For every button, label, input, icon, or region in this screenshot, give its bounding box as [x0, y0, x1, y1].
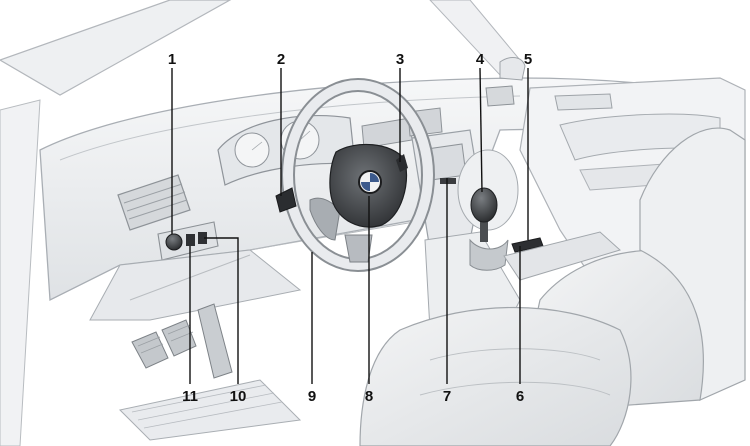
callout-7: 7 [443, 388, 451, 405]
floor-mat [118, 379, 302, 441]
pedals [131, 303, 233, 379]
callout-9: 9 [308, 388, 316, 405]
driver-seat [359, 306, 632, 446]
callout-10: 10 [230, 388, 247, 405]
callout-6: 6 [516, 388, 524, 405]
light-switch-panel [157, 221, 219, 261]
callout-numbers: 1 2 3 4 5 6 7 8 9 10 11 [168, 51, 532, 405]
bmw-logo [358, 170, 382, 194]
callout-2: 2 [277, 51, 285, 68]
callout-1: 1 [168, 51, 176, 68]
callout-3: 3 [396, 51, 404, 68]
steering-wheel [281, 78, 435, 272]
callout-5: 5 [524, 51, 532, 68]
callout-4: 4 [476, 51, 485, 68]
gear-shift-lever [470, 187, 498, 242]
callout-leaders [171, 67, 529, 384]
callout-11: 11 [182, 388, 198, 405]
windshield-frame [0, 0, 521, 446]
callout-8: 8 [365, 388, 373, 405]
